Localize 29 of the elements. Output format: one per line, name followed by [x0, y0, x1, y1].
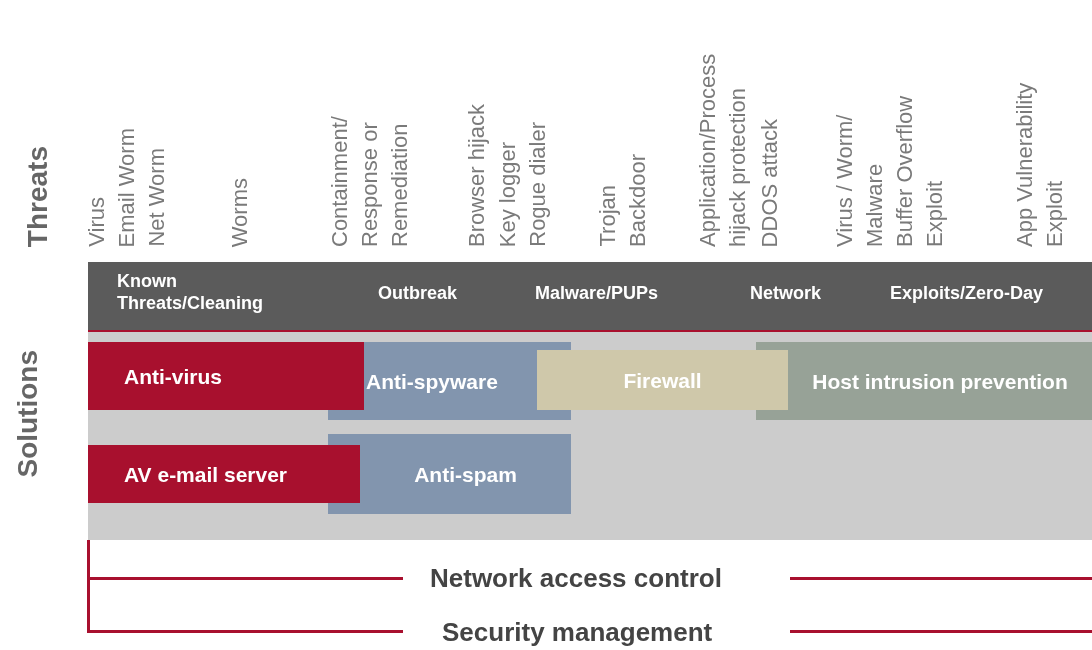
threat-label: Buffer Overflow Exploit: [891, 94, 948, 247]
threat-label: Key logger: [494, 141, 521, 247]
category-header: Exploits/Zero-Day: [890, 282, 1044, 304]
solution-box: Anti-virus: [88, 342, 364, 410]
threat-label: Worms: [226, 177, 253, 247]
category-header: Malware/PUPs: [535, 282, 659, 304]
threat-label: Rogue dialer: [524, 122, 551, 247]
layer-label: Network access control: [430, 563, 722, 593]
threat-label: Net Worm: [143, 148, 170, 247]
section-heading: Solutions: [12, 350, 44, 478]
threat-label: Browser hijack: [463, 103, 490, 247]
solution-box: Anti-spam: [328, 434, 571, 514]
solution-box: AV e-mail server: [88, 445, 360, 503]
threat-label: Email Worm: [113, 127, 140, 247]
threat-label: DDOS attack: [756, 118, 783, 247]
threat-label: Virus / Worm/ Malware: [831, 113, 888, 247]
threat-label: Backdoor: [624, 154, 651, 247]
threat-label: Containment/ Response or Remediation: [326, 115, 413, 247]
category-header: Network: [750, 282, 821, 304]
threat-label: App Vulnerability Exploit: [1011, 81, 1068, 247]
threat-label: Virus: [83, 197, 110, 247]
category-header: Outbreak: [378, 282, 458, 304]
threat-label: Application/Process hijack protection: [694, 52, 751, 247]
layer-label: Security management: [442, 617, 713, 647]
solution-box: Host intrusion prevention: [756, 342, 1092, 420]
solution-box: Firewall: [537, 350, 788, 410]
category-header: Known Threats/Cleaning: [117, 270, 307, 314]
section-heading: Threats: [22, 145, 54, 247]
threat-label: Trojan: [594, 185, 621, 247]
